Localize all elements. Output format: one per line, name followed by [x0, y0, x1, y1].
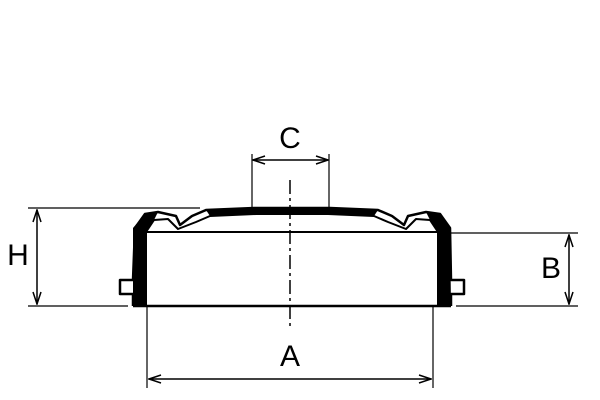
dimension-h [28, 207, 200, 307]
drum-top-band [206, 208, 378, 216]
dimension-h-label: H [7, 239, 29, 272]
drum-wall-right [426, 212, 451, 306]
drum-profile [118, 206, 466, 308]
dimension-b [438, 232, 578, 307]
dimension-b-label: B [541, 252, 561, 285]
dimension-c-label: C [279, 122, 301, 155]
dimension-a [146, 306, 434, 388]
dimension-a-label: A [280, 340, 300, 373]
dimension-c [251, 154, 330, 210]
drum-inner-contour [145, 213, 439, 306]
drum-wall-left [133, 212, 158, 306]
